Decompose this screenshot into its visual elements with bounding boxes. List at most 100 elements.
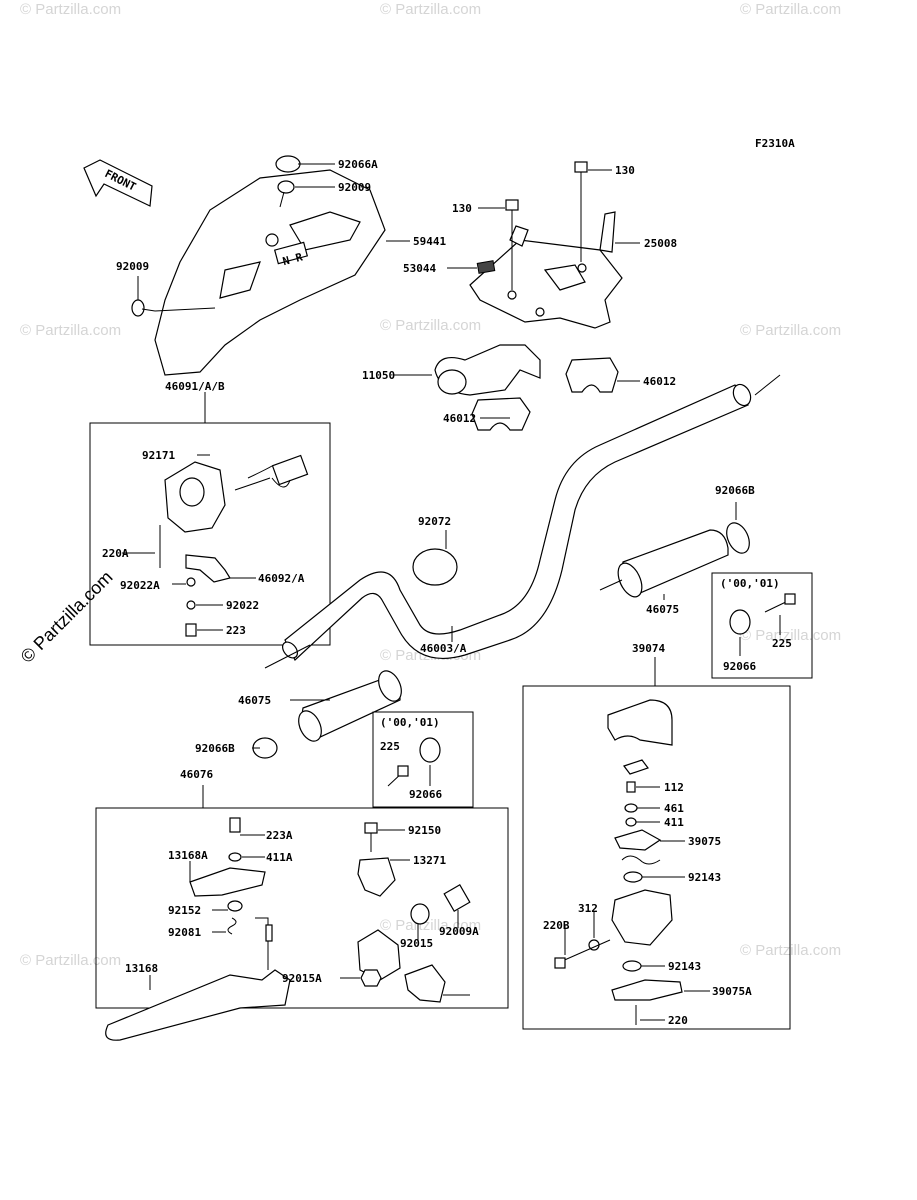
seal-part	[623, 871, 643, 883]
clip-part	[412, 548, 458, 586]
grip-part	[298, 670, 402, 742]
part-label: 92022A	[120, 579, 160, 592]
part-label: 46092/A	[258, 572, 305, 585]
watermark: © Partzilla.com	[740, 942, 841, 959]
washer-part	[625, 817, 637, 827]
cap-part	[729, 609, 751, 635]
watermark: © Partzilla.com	[20, 322, 121, 339]
handlebar-cover-part: N R	[154, 169, 386, 376]
part-label: 92066A	[338, 158, 378, 171]
part-label: 92143	[668, 960, 701, 973]
screw-part	[764, 593, 796, 613]
part-label: 312	[578, 902, 598, 915]
screw-part	[626, 781, 636, 793]
part-label: 220	[668, 1014, 688, 1027]
washer-part	[186, 600, 196, 610]
throttle-cover-part	[607, 699, 673, 746]
svg-text:N R: N R	[281, 250, 304, 268]
part-label: 25008	[644, 237, 677, 250]
part-label: 92015A	[282, 972, 322, 985]
part-label: 92009	[338, 181, 371, 194]
part-label: 92152	[168, 904, 201, 917]
part-label: 46076	[180, 768, 213, 781]
part-label: 112	[664, 781, 684, 794]
part-label: 39074	[632, 642, 665, 655]
lever-part	[185, 554, 231, 583]
part-label: 92009	[116, 260, 149, 273]
watermark: © Partzilla.com	[380, 917, 481, 934]
clamp-part	[471, 397, 531, 431]
nut-part	[410, 903, 430, 925]
part-label: 92066	[723, 660, 756, 673]
figure-code: F2310A	[755, 137, 795, 150]
grip-part	[617, 522, 750, 598]
part-label: 92009A	[439, 925, 479, 938]
part-label: 92081	[168, 926, 201, 939]
washer-part	[624, 803, 638, 813]
throttle-lever-part	[611, 979, 683, 1001]
part-label: 46091/A/B	[165, 380, 225, 393]
spring-part	[621, 855, 661, 865]
part-label: 92022	[226, 599, 259, 612]
watermark: © Partzilla.com	[740, 1, 841, 18]
part-label: 46075	[238, 694, 271, 707]
part-label: 223	[226, 624, 246, 637]
spring-cap-part	[227, 900, 243, 912]
lever-assembly-box	[95, 807, 509, 1009]
washer-part	[186, 577, 196, 587]
part-label: 11050	[362, 369, 395, 382]
pin-part	[265, 924, 273, 942]
switch-assembly-box	[89, 422, 331, 646]
variant-box	[372, 711, 474, 808]
part-label: 46003/A	[420, 642, 467, 655]
front-arrow-icon: FRONT	[83, 159, 153, 207]
screw-part	[554, 939, 611, 969]
part-label: 92150	[408, 824, 441, 837]
bracket-part	[469, 211, 623, 329]
bracket-part	[357, 857, 396, 897]
part-label: 53044	[403, 262, 436, 275]
screw-part	[229, 817, 241, 833]
screw-part	[185, 623, 197, 637]
watermark-vertical: © Partzilla.com	[17, 567, 117, 667]
part-label: 39075A	[712, 985, 752, 998]
part-label: 220B	[543, 919, 570, 932]
seal-part	[622, 960, 642, 972]
part-label: 13168	[125, 962, 158, 975]
variant-note: ('00,'01)	[720, 577, 780, 590]
spring-part	[227, 917, 237, 935]
bolt-part	[574, 161, 588, 262]
handlebar-part	[282, 383, 752, 661]
part-label: 411	[664, 816, 684, 829]
part-label: 130	[615, 164, 635, 177]
part-label: 92066	[409, 788, 442, 801]
nut-part	[228, 852, 242, 862]
part-label: 92066B	[715, 484, 755, 497]
part-label: 92066B	[195, 742, 235, 755]
plate-part	[614, 829, 662, 851]
part-label: 46075	[646, 603, 679, 616]
clip-part	[623, 759, 649, 775]
part-label: 225	[380, 740, 400, 753]
part-label: 92015	[400, 937, 433, 950]
bolt-part	[364, 822, 378, 852]
screw-part	[387, 765, 409, 787]
damper-part	[476, 260, 496, 274]
part-label: 13168A	[168, 849, 208, 862]
screw-part	[131, 299, 156, 317]
bolt-part	[505, 199, 519, 290]
part-label: 46012	[643, 375, 676, 388]
watermark: © Partzilla.com	[740, 627, 841, 644]
part-label: 92072	[418, 515, 451, 528]
watermark: © Partzilla.com	[740, 322, 841, 339]
watermark: © Partzilla.com	[20, 952, 121, 969]
part-label: 411A	[266, 851, 293, 864]
nut-part	[360, 969, 382, 987]
watermark: © Partzilla.com	[380, 317, 481, 334]
part-label: 92171	[142, 449, 175, 462]
part-label: 223A	[266, 829, 293, 842]
cap-part	[275, 155, 301, 173]
part-label: 461	[664, 802, 684, 815]
bracket-part	[189, 867, 266, 897]
